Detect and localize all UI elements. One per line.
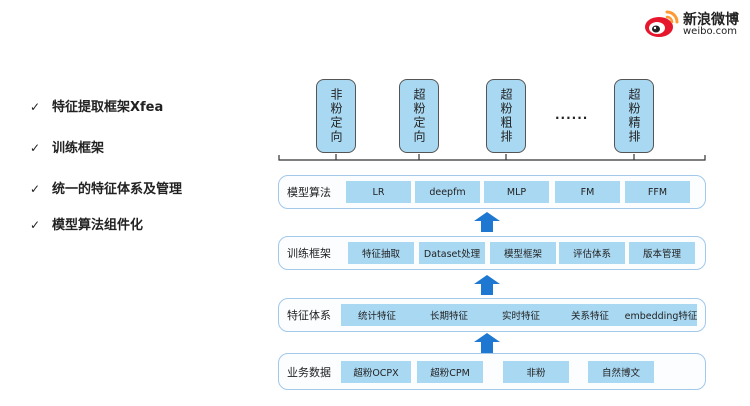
bullet-item: ✓ 特征提取框架Xfea (30, 96, 163, 115)
up-arrow (474, 333, 500, 353)
chip: 特征抽取 (348, 242, 414, 264)
chip: FM (555, 181, 620, 203)
target-label: 非粉定向 (329, 88, 343, 144)
targets-ellipsis: ...... (555, 108, 589, 122)
chip: MLP (484, 181, 549, 203)
check-icon: ✓ (30, 182, 41, 196)
target-box: 超粉定向 (399, 79, 439, 153)
chip: 关系特征 (555, 304, 625, 326)
bullet-text: 统一的特征体系及管理 (52, 182, 183, 197)
chip: FFM (625, 181, 690, 203)
logo-name-en: weibo.com (683, 26, 737, 37)
target-label: 超粉精排 (627, 88, 641, 144)
bullet-item: ✓ 统一的特征体系及管理 (30, 178, 182, 197)
chip: Dataset处理 (419, 242, 485, 264)
layer-label: 特征体系 (287, 309, 331, 322)
layer-label: 训练框架 (287, 247, 331, 260)
chip: 模型框架 (490, 242, 556, 264)
chip: deepfm (415, 181, 480, 203)
layer-training-framework: 训练框架 特征抽取 Dataset处理 模型框架 评估体系 版本管理 (278, 236, 706, 270)
logo-name-cn: 新浪微博 (683, 12, 739, 28)
target-box: 超粉粗排 (486, 79, 526, 153)
bullet-text: 模型算法组件化 (52, 218, 144, 233)
bullet-item: ✓ 训练框架 (30, 137, 104, 156)
chip: 超粉OCPX (341, 361, 411, 383)
up-arrow (474, 275, 500, 295)
chip: LR (346, 181, 411, 203)
grouping-brace (278, 154, 706, 161)
chip: 实时特征 (485, 304, 557, 326)
chip: 版本管理 (629, 242, 695, 264)
weibo-logo: 新浪微博 weibo.com (643, 6, 743, 40)
target-label: 超粉粗排 (499, 88, 513, 144)
layer-model-algorithms: 模型算法 LR deepfm MLP FM FFM (278, 175, 706, 209)
layer-feature-system: 特征体系 统计特征 长期特征 实时特征 关系特征 embedding特征 (278, 298, 706, 332)
bullet-item: ✓ 模型算法组件化 (30, 214, 143, 233)
check-icon: ✓ (30, 100, 41, 114)
chip: 超粉CPM (417, 361, 483, 383)
target-label: 超粉定向 (412, 88, 426, 144)
up-arrow (474, 212, 500, 232)
target-box: 非粉定向 (316, 79, 356, 153)
layer-label: 业务数据 (287, 365, 331, 379)
check-icon: ✓ (30, 218, 41, 232)
chip: 统计特征 (341, 304, 413, 326)
chip: 评估体系 (559, 242, 625, 264)
chip: 长期特征 (413, 304, 485, 326)
target-box: 超粉精排 (614, 79, 654, 153)
bullet-text: 训练框架 (52, 141, 105, 156)
layer-business-data: 业务数据 超粉OCPX 超粉CPM 非粉 自然博文 (278, 353, 706, 390)
chip: embedding特征 (625, 304, 697, 326)
weibo-eye-logo-icon (645, 10, 679, 37)
chip: 非粉 (503, 361, 569, 383)
layer-label: 模型算法 (287, 186, 331, 199)
check-icon: ✓ (30, 141, 41, 155)
bullet-text: 特征提取框架Xfea (52, 100, 164, 115)
chip: 自然博文 (588, 361, 654, 383)
